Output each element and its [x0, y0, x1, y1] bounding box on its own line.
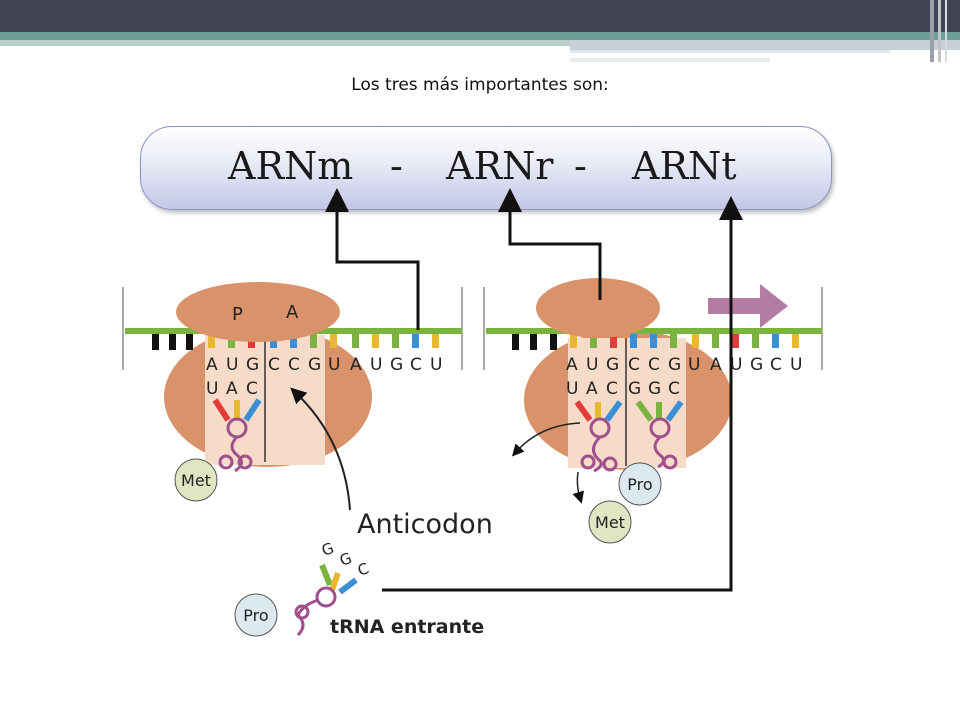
nucleotide-letter: C: [410, 355, 422, 375]
arrow-to-arnt: [382, 196, 743, 592]
trna-p-site: [212, 398, 262, 473]
nucleotide-letter: C: [246, 379, 258, 399]
nucleotide-letter: C: [606, 379, 618, 399]
mrna-strand-right: [486, 328, 822, 334]
nucleotide-letter: U: [370, 355, 382, 375]
nucleotide-letter: U: [586, 355, 598, 375]
nucleotide-letter: C: [668, 379, 680, 399]
title-separator: -: [390, 144, 403, 188]
nucleotide-letter: C: [288, 355, 300, 375]
amino-pro-label: Pro: [243, 606, 268, 625]
ribosome-small-subunit-right: [536, 278, 660, 338]
trna-pair-right: [574, 400, 684, 473]
nucleotide-letter: G: [246, 355, 259, 375]
nucleotide-letter: U: [226, 355, 238, 375]
nucleotide-letter: A: [710, 355, 722, 375]
movement-arrow: [708, 284, 788, 328]
rna-types-box: [140, 126, 832, 210]
nucleotide-letter: A: [586, 379, 598, 399]
amino-met-label-right: Met: [595, 513, 625, 532]
title-rrna: ARNr: [446, 144, 554, 188]
nucleotide-letter: G: [648, 379, 661, 399]
nucleotide-letter: G: [606, 355, 619, 375]
title-mrna: ARNm: [228, 144, 354, 188]
slide-header-decoration: [0, 0, 960, 62]
nucleotide-letter: U: [206, 379, 218, 399]
slide-subtitle: Los tres más importantes son:: [351, 75, 609, 95]
nucleotide-letter: C: [770, 355, 782, 375]
nucleotide-letter: C: [268, 355, 280, 375]
amino-pro-label-right: Pro: [627, 475, 652, 494]
nucleotide-letter: G: [390, 355, 403, 375]
site-p-label: P: [232, 304, 243, 325]
nucleotide-letter: A: [350, 355, 362, 375]
nucleotide-letter: U: [730, 355, 742, 375]
incoming-trna-label: tRNA entrante: [330, 616, 484, 638]
amino-met-label: Met: [181, 471, 211, 490]
codon-ticks-right: [512, 334, 799, 350]
nucleotide-letter: G: [308, 355, 321, 375]
nucleotide-letter: A: [566, 355, 578, 375]
anticodon-label: Anticodon: [357, 509, 493, 540]
nucleotide-letter: C: [648, 355, 660, 375]
nucleotide-letter: C: [628, 355, 640, 375]
nucleotide-letter: A: [206, 355, 218, 375]
nucleotide-letter: U: [328, 355, 340, 375]
nucleotide-letter: A: [226, 379, 238, 399]
nucleotide-letter: U: [566, 379, 578, 399]
svg-text:G: G: [319, 539, 336, 560]
nucleotide-letter: G: [750, 355, 763, 375]
svg-text:G: G: [337, 549, 354, 570]
nucleotide-letter: U: [790, 355, 802, 375]
nucleotide-letter: U: [430, 355, 442, 375]
site-a-label: A: [286, 302, 299, 323]
title-separator: -: [574, 144, 587, 188]
connector-arrows: [325, 188, 743, 592]
arrow-to-arnr: [498, 188, 602, 300]
nucleotide-letter: G: [668, 355, 681, 375]
title-trna: ARNt: [632, 144, 737, 188]
nucleotide-letter: G: [628, 379, 641, 399]
codon-ticks: [152, 334, 439, 350]
arrow-to-arnm: [325, 188, 420, 330]
ribosome-small-subunit: [176, 282, 340, 342]
svg-text:C: C: [355, 559, 371, 580]
nucleotide-letter: U: [688, 355, 700, 375]
